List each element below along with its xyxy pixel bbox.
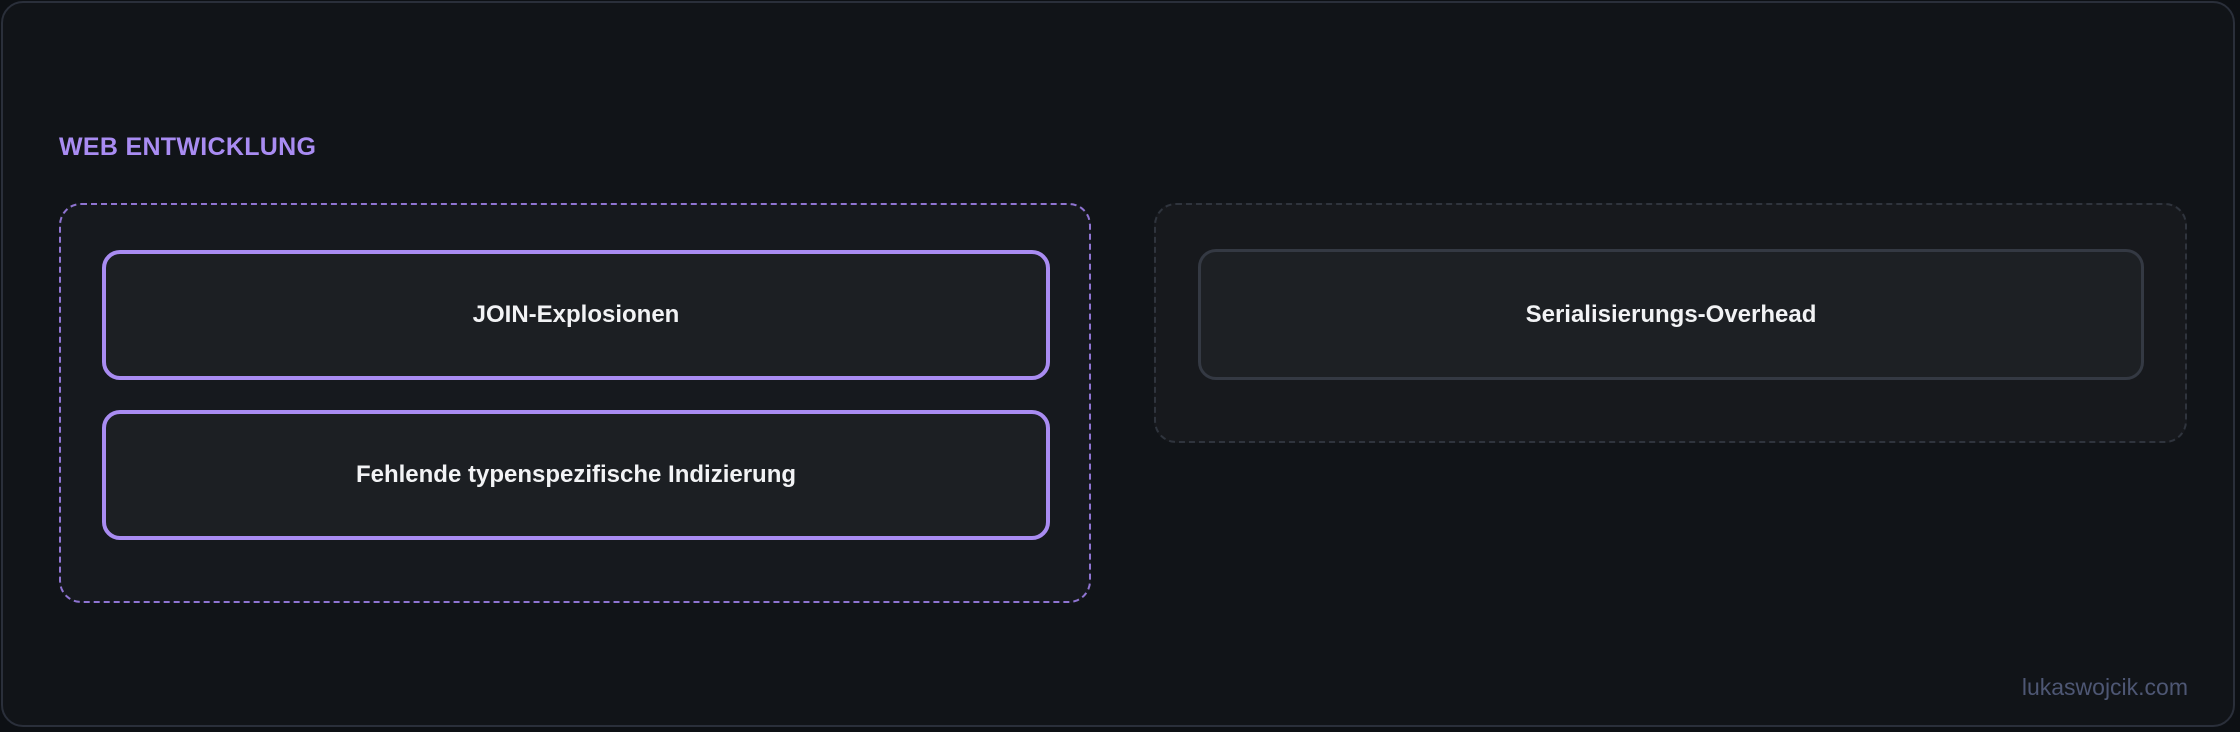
section-title: WEB ENTWICKLUNG <box>59 133 317 161</box>
watermark: lukaswojcik.com <box>2021 674 2188 700</box>
node-label: Fehlende typenspezifische Indizierung <box>355 461 797 488</box>
node-fehlende-indizierung: Fehlende typenspezifische Indizierung <box>102 410 1050 540</box>
group-serialization: Serialisierungs-Overhead <box>1154 203 2187 443</box>
node-label: Serialisierungs-Overhead <box>1525 300 1817 328</box>
group-web-entwicklung: JOIN-Explosionen Fehlende typenspezifisc… <box>59 203 1091 603</box>
node-label: JOIN-Explosionen <box>472 301 680 328</box>
node-join-explosionen: JOIN-Explosionen <box>102 250 1050 380</box>
node-serialisierungs-overhead: Serialisierungs-Overhead <box>1198 249 2144 380</box>
